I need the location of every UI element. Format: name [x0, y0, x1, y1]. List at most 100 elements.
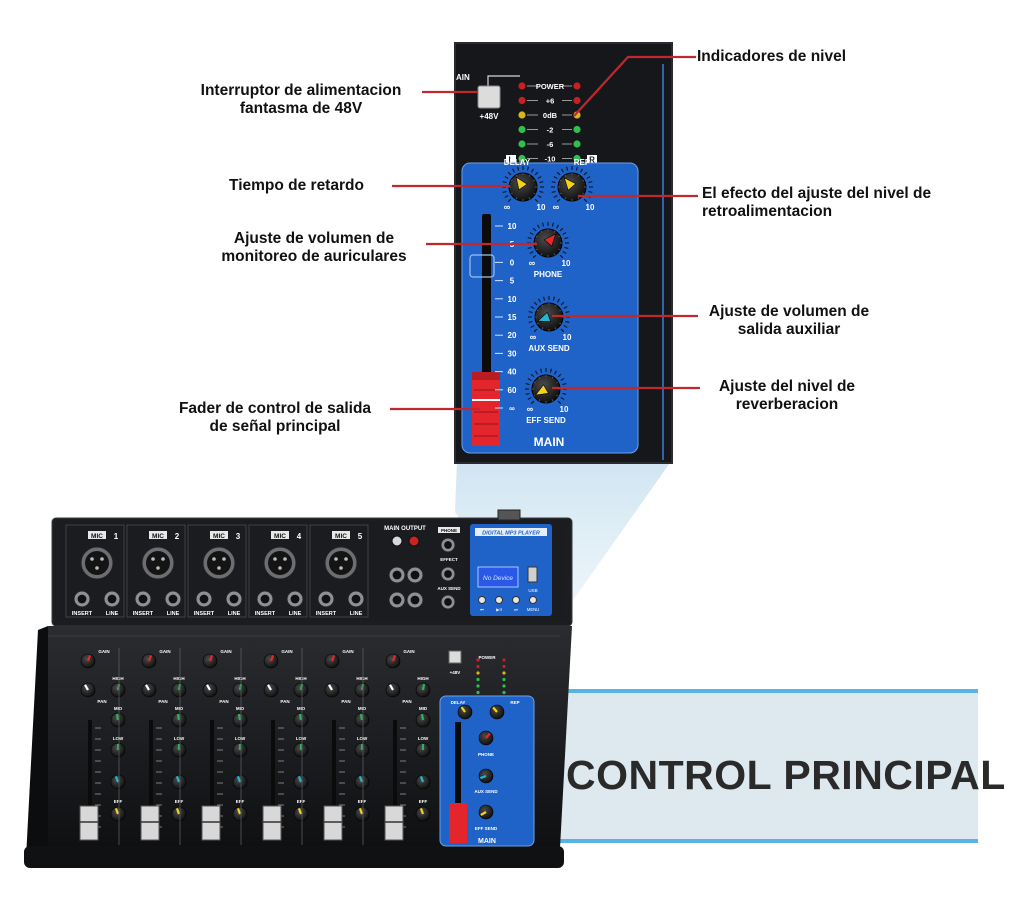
low-label: LOW [174, 736, 185, 741]
knob-max-label: 10 [586, 203, 595, 212]
knob-grip [577, 174, 580, 177]
knob-pointer [543, 233, 557, 247]
mini-aux-knob-pointer [479, 774, 487, 780]
knob-tick [586, 175, 591, 180]
callout-lines [390, 55, 700, 411]
knob-grip [559, 192, 562, 195]
knob-label: REP [574, 158, 591, 167]
knob-tick [537, 298, 542, 303]
knob-grip [564, 174, 567, 177]
knob-tick [527, 377, 532, 382]
insert-label: INSERT [72, 611, 93, 617]
gain-label: GAIN [159, 649, 170, 654]
fader-scale-label: 30 [508, 349, 517, 358]
mp3-button-label: ▶II [496, 607, 502, 612]
callout-phantom-power-line1: Interruptor de alimentacion [200, 82, 402, 99]
low-label: LOW [113, 736, 124, 741]
meter-led-left [518, 140, 526, 148]
channel-number: 4 [297, 532, 302, 541]
knob-tick [516, 166, 520, 171]
low-label: LOW [418, 736, 429, 741]
mini-phantom-button [448, 650, 462, 664]
knob-min-label: ∞ [527, 404, 534, 414]
fader-cap [323, 805, 343, 841]
knob-tick [583, 171, 588, 176]
meter-led-right [573, 96, 581, 105]
fader-track [393, 720, 397, 838]
mic-label: MIC [274, 533, 286, 540]
knob-grip [528, 197, 531, 200]
knob-grip [536, 322, 539, 325]
rca-red [408, 535, 420, 547]
callout-phones-line2: monitoreo de auriculares [221, 248, 407, 265]
knob-grip [559, 179, 562, 182]
xlr-pin [161, 557, 165, 561]
callout-feedback-line1: El efecto del ajuste del nivel de [702, 185, 932, 202]
mini-delay-knob-pointer [460, 706, 466, 713]
knob-tick [530, 168, 535, 173]
knob-grip [582, 192, 585, 195]
fader-cap [384, 805, 404, 841]
knob-tick [504, 194, 509, 199]
knob-grip [564, 197, 567, 200]
callout-feedback-line2: retroalimentacion [702, 203, 833, 220]
knob-tick [532, 227, 537, 232]
knob-tick [557, 400, 562, 405]
gain-knob-pointer [330, 654, 336, 662]
knob-tick [527, 246, 532, 250]
mini-led [502, 684, 506, 688]
mini-led [476, 684, 480, 688]
fader-scale-label: 20 [508, 331, 517, 340]
knob-min-label: ∞ [529, 258, 536, 268]
pan-knob-pointer [267, 684, 272, 691]
knob-tick [530, 305, 535, 310]
xlr-pin [344, 557, 348, 561]
mini-led [502, 677, 506, 682]
meter-led-left [518, 96, 526, 105]
knob-tick [588, 180, 593, 184]
xlr-pin [95, 566, 99, 570]
knob-grip [510, 179, 513, 182]
callout-main-fader-line2: de señal principal [209, 418, 341, 435]
aux-knob-pointer [297, 775, 303, 783]
mic-label: MIC [335, 533, 347, 540]
phantom-power-button [477, 85, 501, 109]
xlr-pin [156, 566, 160, 570]
mic-label-box [88, 531, 106, 539]
mini-delay-label: DELAY [451, 700, 466, 705]
meter-label: 0dB [543, 111, 558, 120]
usb-label: USB [528, 588, 537, 593]
pan-label: PAN [219, 699, 228, 704]
banner [560, 689, 978, 843]
knob-grip [541, 327, 544, 330]
knob-max-label: 10 [560, 405, 569, 414]
mini-led [476, 690, 480, 695]
insert-label: INSERT [133, 611, 154, 617]
xlr-pin [151, 557, 155, 561]
meter-label: -6 [547, 140, 554, 149]
aux-knob-pointer [419, 775, 425, 783]
insert-jack-hole [138, 594, 148, 604]
knob-tick [533, 328, 538, 333]
knob-grip [540, 230, 543, 233]
knob-tick [579, 168, 584, 173]
knob-grip [558, 248, 561, 251]
knob-tick [534, 171, 539, 176]
main-out-l-jack-hole [392, 570, 402, 580]
mp3-player-label: DIGITAL MP3 PLAYER [482, 531, 540, 537]
fader-scale-label: 15 [508, 313, 517, 322]
knob-min-label: ∞ [553, 202, 560, 212]
xlr-connector-inner [207, 551, 231, 575]
knob-tick [536, 224, 541, 229]
fader-scale-label: 0 [510, 258, 515, 267]
channel-input-frame [187, 524, 247, 618]
fader-cap [262, 805, 282, 841]
line-label: LINE [106, 611, 119, 617]
knob-grip [577, 197, 580, 200]
effect-jack-hole [444, 570, 452, 578]
